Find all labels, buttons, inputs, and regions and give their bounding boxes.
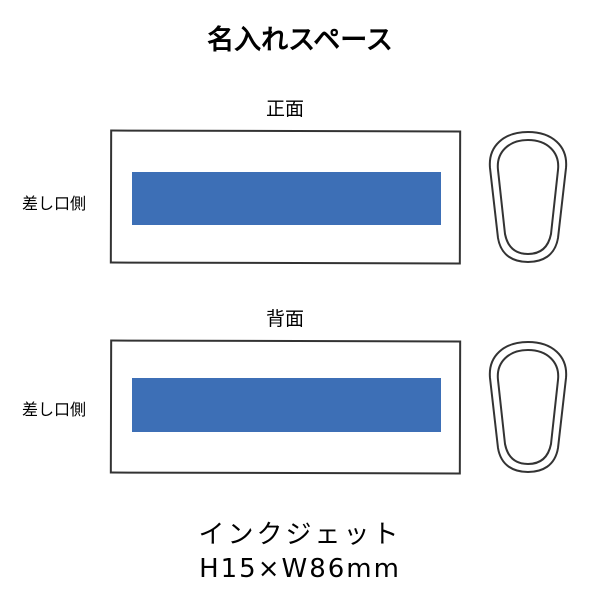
back-view-label: 背面 <box>265 308 304 330</box>
front-opening-side-label: 差し口側 <box>22 194 87 213</box>
print-size: H15×W86mm <box>199 554 401 584</box>
back-print-area <box>132 378 441 432</box>
front-print-area <box>132 172 441 225</box>
back-end-view-icon <box>488 340 568 474</box>
front-view-label: 正面 <box>265 98 304 120</box>
print-method: インクジェット <box>198 520 402 550</box>
front-end-view-icon <box>488 130 568 264</box>
page-title: 名入れスペース <box>207 25 393 56</box>
back-opening-side-label: 差し口側 <box>22 400 87 419</box>
